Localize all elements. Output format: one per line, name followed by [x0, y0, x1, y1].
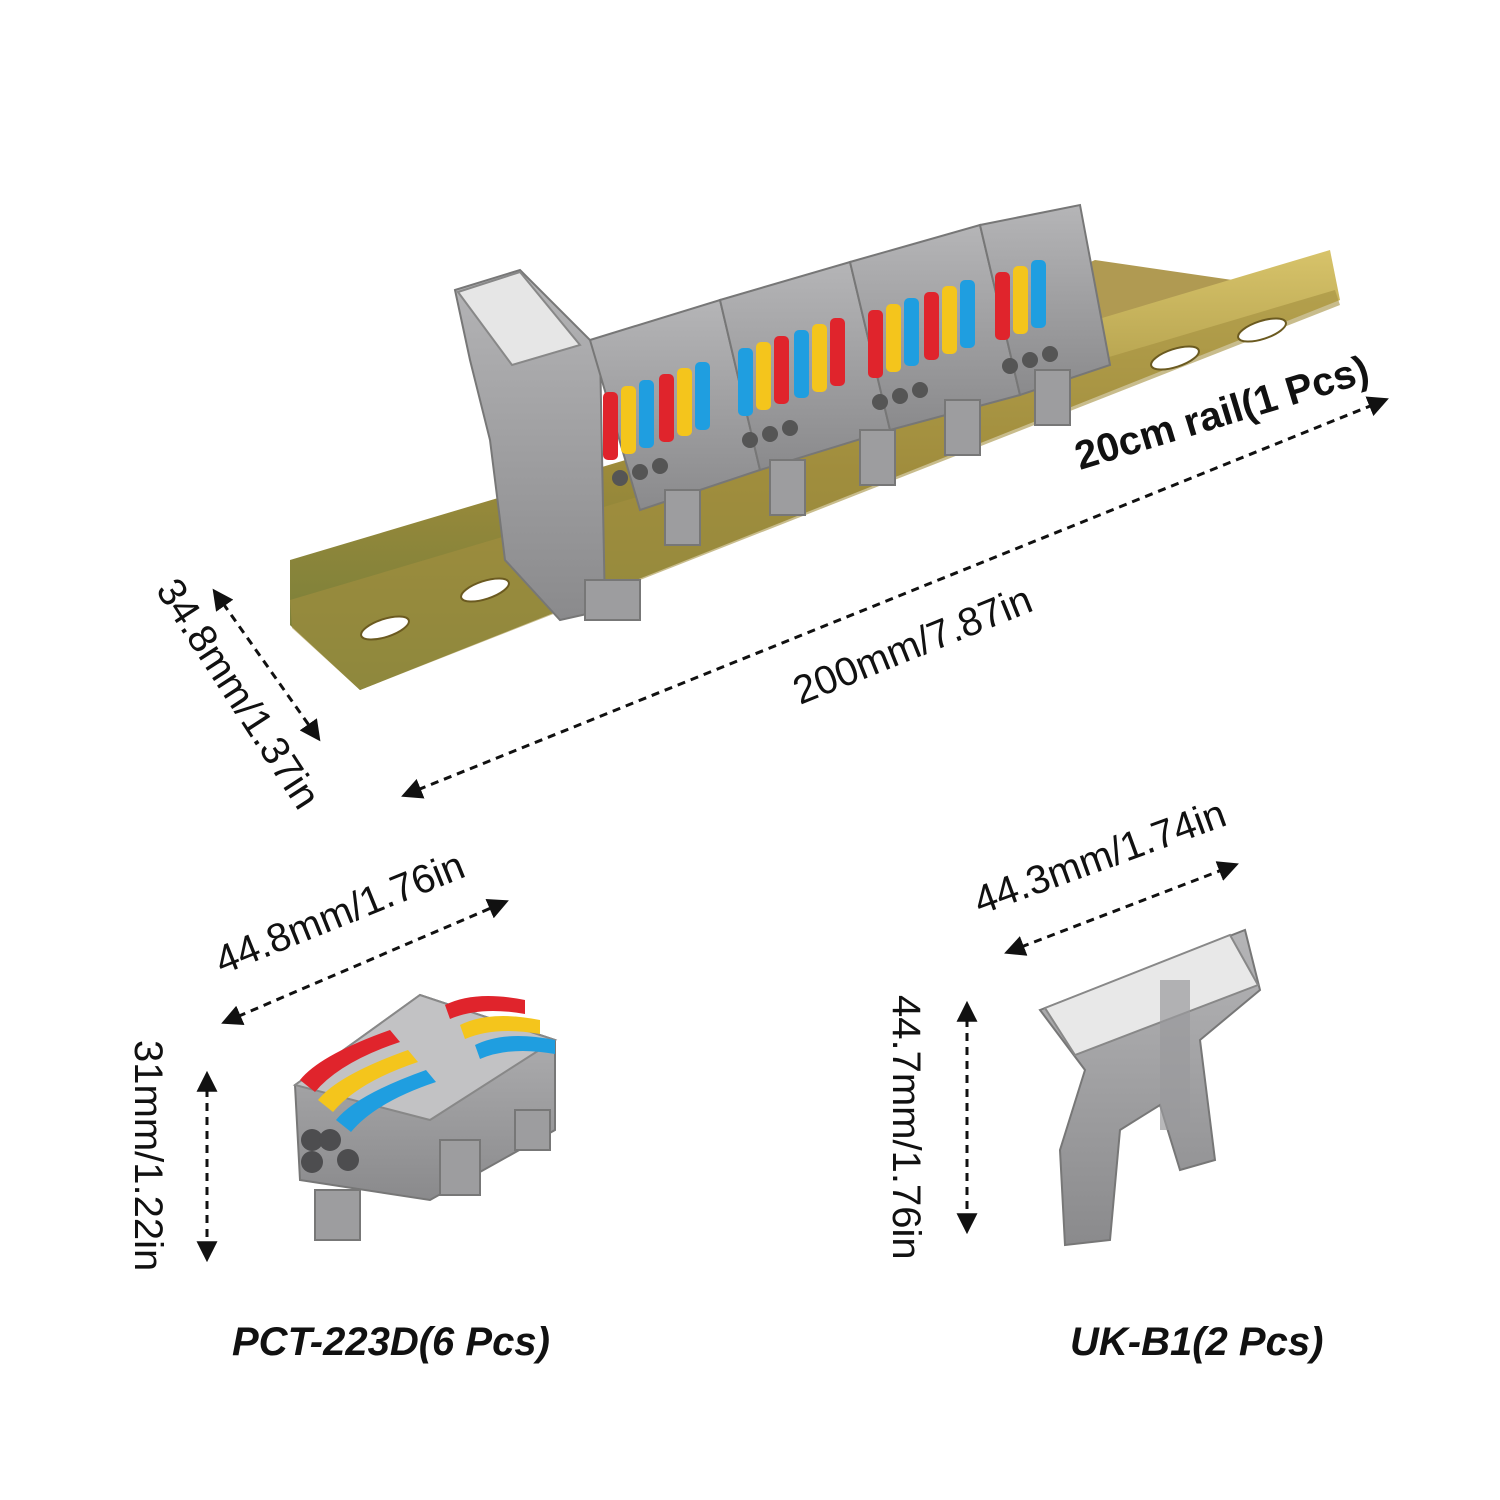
uk-width-arrow [1004, 861, 1239, 956]
pct-width-arrow [221, 898, 509, 1026]
uk-width-label: 44.3mm/1.74in [968, 792, 1232, 924]
pct-223d-connector [292, 993, 558, 1241]
pct-mount-feet [314, 1109, 551, 1241]
uk-b1-end-stop [1038, 928, 1262, 1247]
rail-connector-3 [848, 223, 1022, 432]
pct-caption: PCT-223D(6 Pcs) [232, 1320, 550, 1364]
rail-length-label: 200mm/7.87in [787, 578, 1039, 714]
pct-wire-holes [301, 1129, 359, 1173]
rail-width-arrow [212, 588, 321, 742]
pct-width-label: 44.8mm/1.76in [209, 843, 471, 983]
uk-height-label: 44.7mm/1.76in [884, 995, 928, 1260]
rail-connector-4 [978, 203, 1112, 397]
pct-levers-left [300, 1030, 436, 1132]
uk-caption: UK-B1(2 Pcs) [1070, 1320, 1323, 1364]
pct-height-label: 31mm/1.22in [126, 1040, 170, 1271]
